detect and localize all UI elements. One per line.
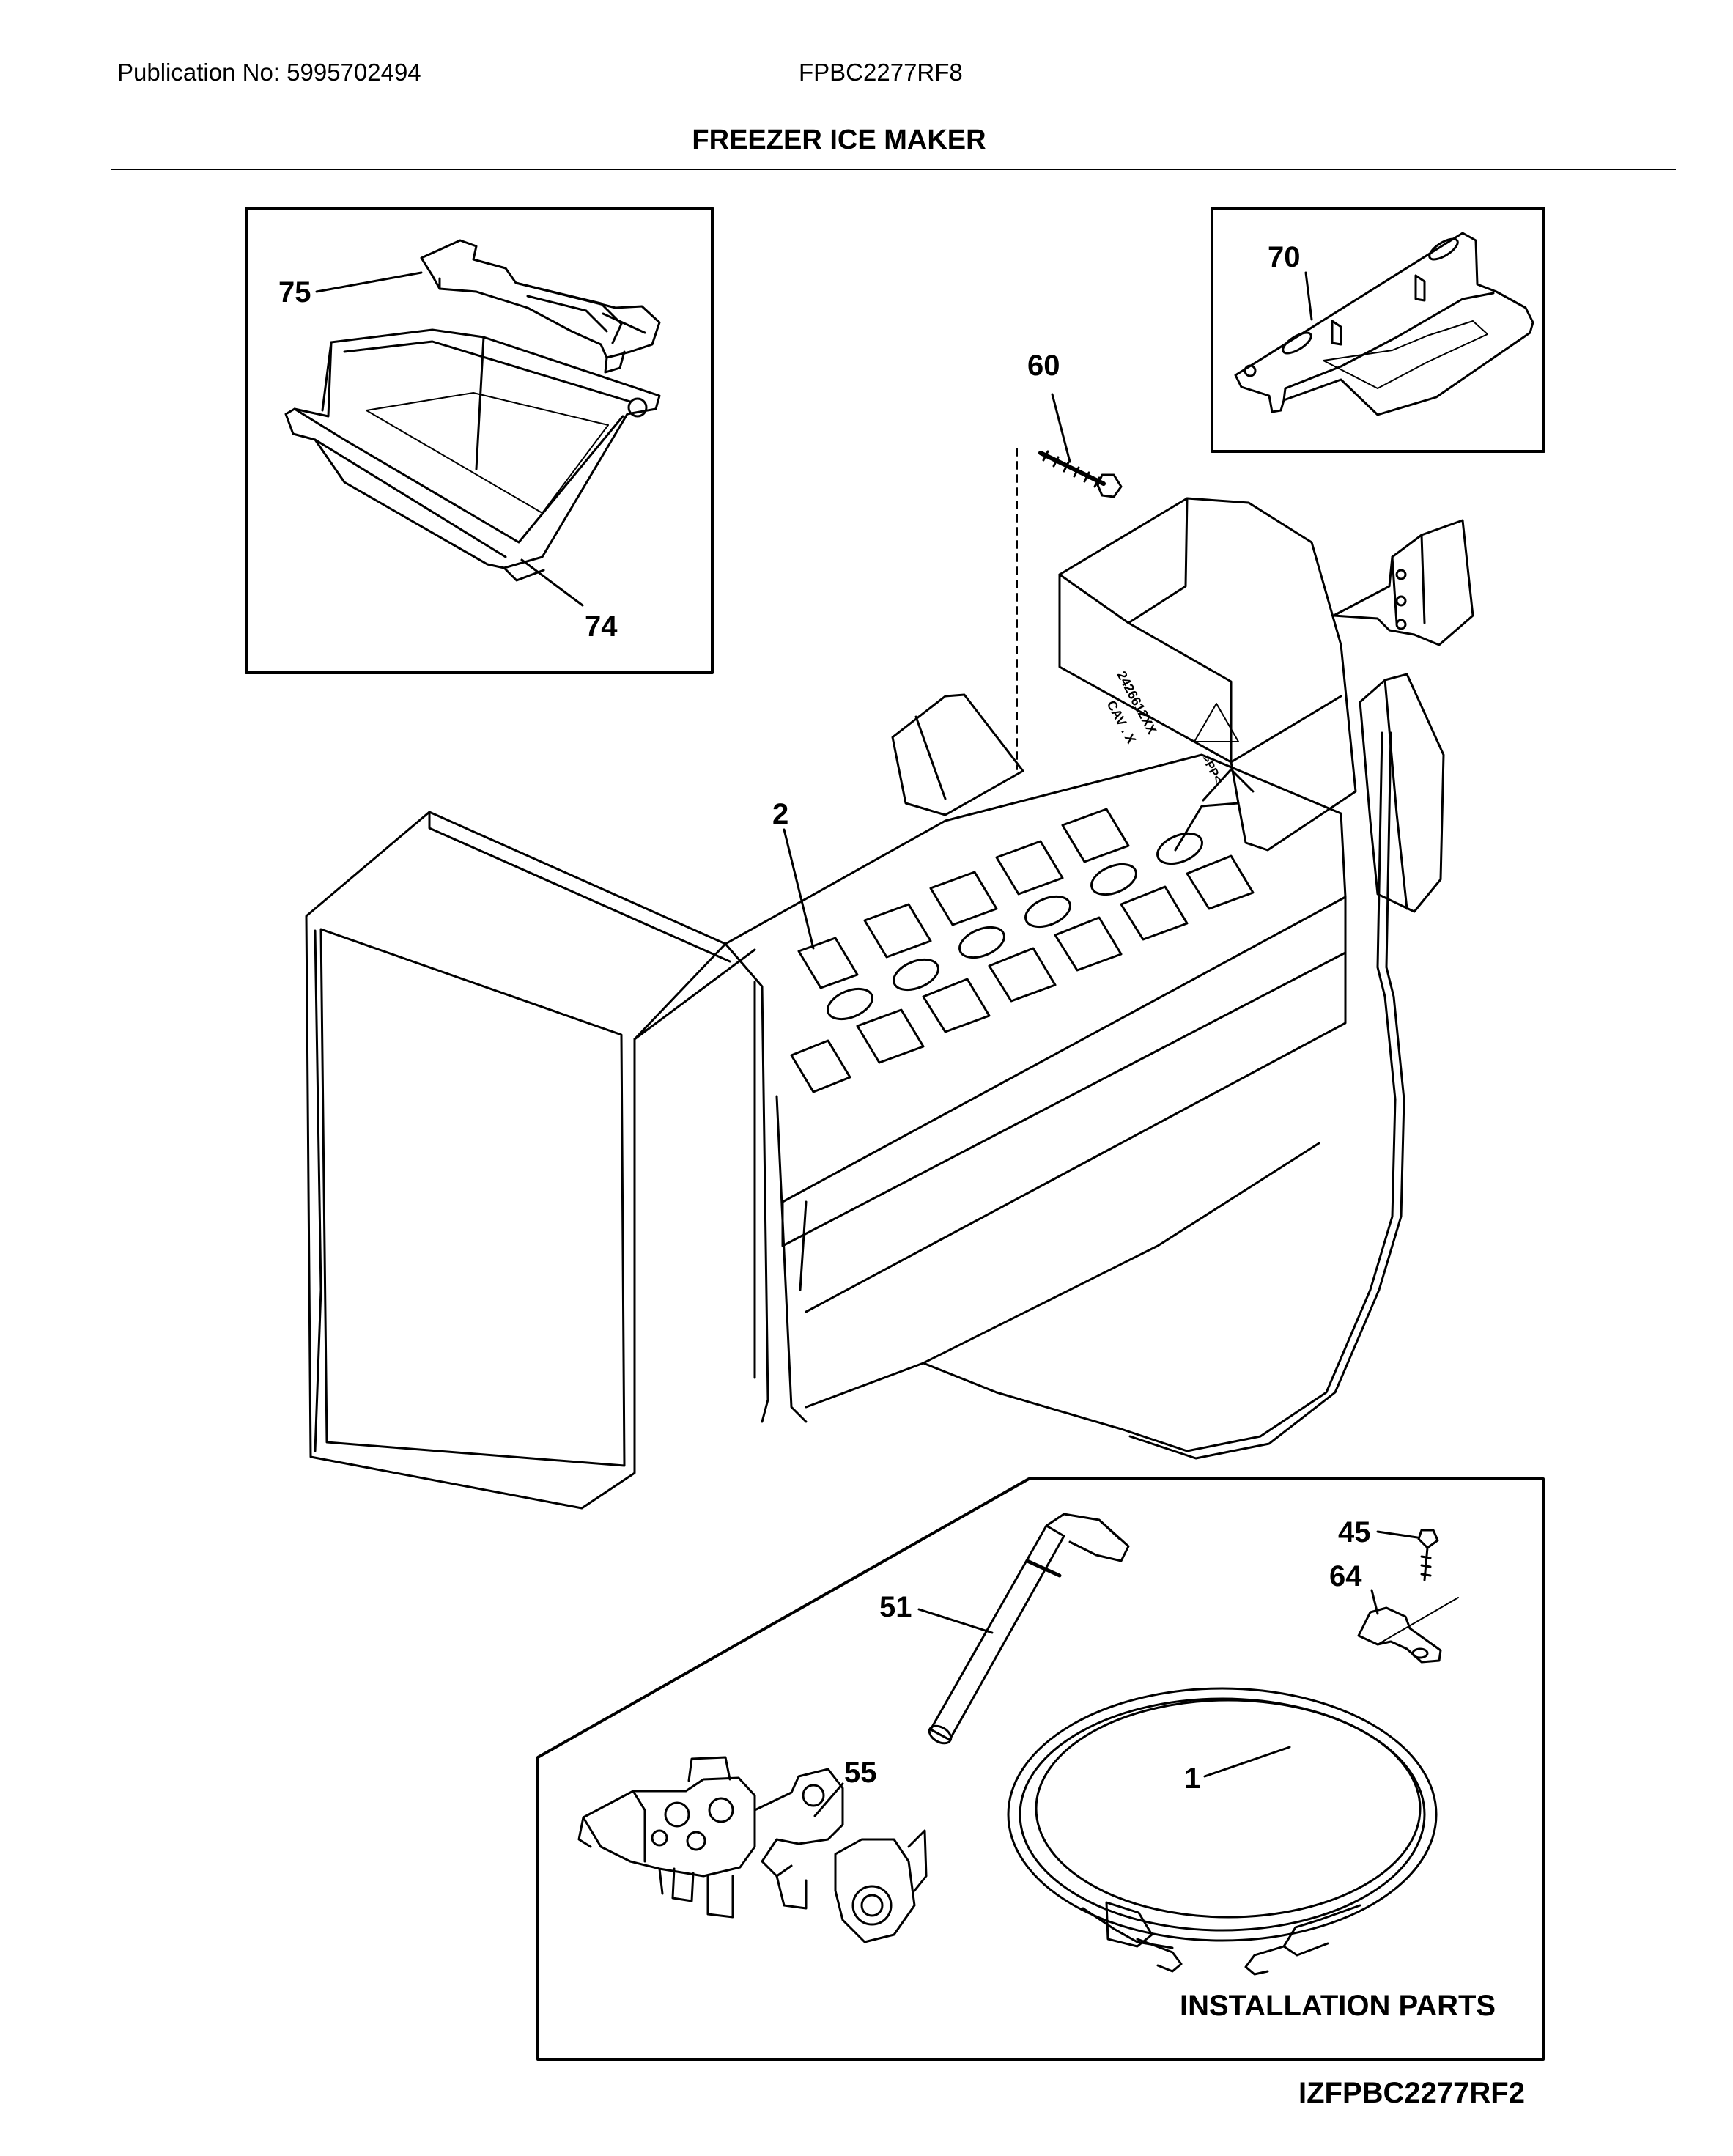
callout-51: 51 [879, 1591, 912, 1623]
leader-64 [1370, 1589, 1379, 1615]
recycle-icon [1194, 703, 1239, 742]
callout-2: 2 [772, 798, 788, 830]
leader-55 [813, 1782, 844, 1817]
diagram-title: FREEZER ICE MAKER [692, 125, 986, 155]
publication-number: Publication No: 5995702494 [117, 59, 421, 86]
callout-45: 45 [1338, 1516, 1371, 1548]
ice-bucket-74 [284, 328, 661, 582]
screw-60 [1038, 450, 1123, 498]
installation-kit-frame [536, 1477, 1545, 2061]
callout-1: 1 [1184, 1762, 1200, 1795]
leader-1 [1203, 1746, 1291, 1778]
screw-45 [1417, 1529, 1439, 1581]
mounting-bracket-70 [1234, 232, 1534, 416]
leader-45 [1376, 1530, 1419, 1539]
figure-code: IZFPBC2277RF2 [1298, 2077, 1525, 2109]
leader-75 [315, 271, 423, 293]
leader-74 [520, 558, 584, 607]
fill-tube-51 [928, 1513, 1130, 1745]
callout-75: 75 [278, 276, 311, 309]
model-number: FPBC2277RF8 [799, 59, 963, 86]
bucket-cover-75 [420, 239, 661, 374]
ice-maker-assembly-2: 2426612XX CAV . X >PP< [305, 497, 1474, 1510]
callout-60: 60 [1027, 350, 1060, 382]
callout-74: 74 [585, 610, 618, 643]
installation-parts-label: INSTALLATION PARTS [1180, 1990, 1496, 2022]
supply-tubing-1 [1007, 1687, 1438, 1976]
leader-51 [917, 1608, 994, 1634]
leader-2 [783, 828, 815, 950]
water-valve-55 [577, 1756, 928, 1943]
mold-marking-material: >PP< [1199, 753, 1224, 785]
callout-55: 55 [844, 1757, 877, 1789]
ice-bin-inset-frame [245, 207, 714, 674]
callout-64: 64 [1329, 1560, 1362, 1592]
leader-60 [1051, 393, 1071, 463]
callout-70: 70 [1268, 241, 1301, 273]
clamp-64 [1357, 1597, 1459, 1664]
leader-70 [1304, 271, 1313, 321]
title-rule [111, 169, 1676, 170]
bracket-inset-frame [1211, 207, 1545, 453]
